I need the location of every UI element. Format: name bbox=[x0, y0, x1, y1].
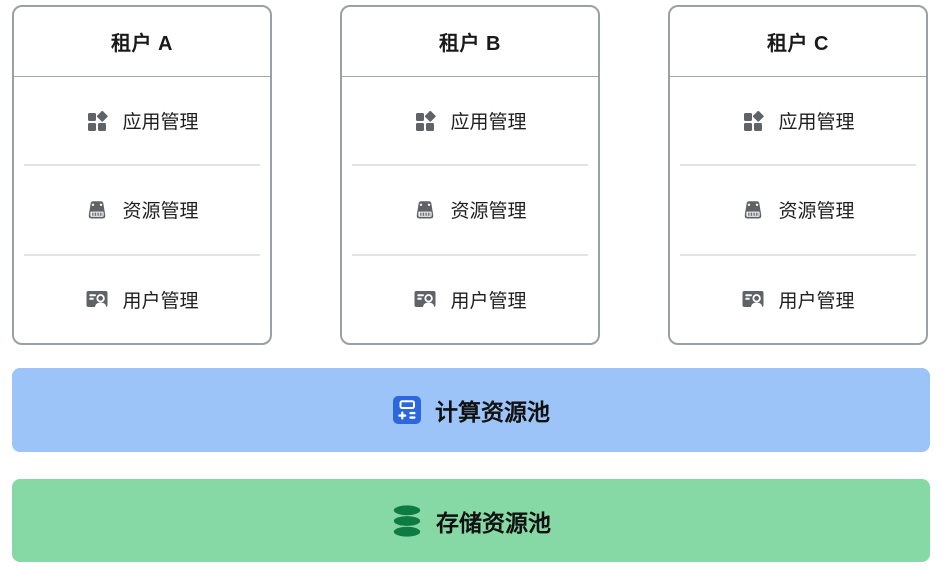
item-app-management: 应用管理 bbox=[670, 77, 926, 164]
server-icon bbox=[741, 198, 765, 222]
tenant-card-title: 租户 A bbox=[14, 7, 270, 77]
item-resource-management: 资源管理 bbox=[670, 166, 926, 253]
item-divider bbox=[680, 253, 916, 256]
storage-pool-bar: 存储资源池 bbox=[12, 479, 930, 562]
item-app-management: 应用管理 bbox=[342, 77, 598, 164]
tenant-card-body: 应用管理 bbox=[670, 77, 926, 343]
item-label: 应用管理 bbox=[122, 112, 199, 134]
item-resource-management: 资源管理 bbox=[14, 166, 270, 253]
item-label: 应用管理 bbox=[450, 112, 527, 134]
item-label: 用户管理 bbox=[450, 290, 527, 312]
item-user-management: 用户管理 bbox=[342, 256, 598, 343]
item-resource-management: 资源管理 bbox=[342, 166, 598, 253]
item-divider bbox=[352, 164, 588, 167]
item-label: 资源管理 bbox=[778, 201, 855, 223]
item-user-management: 用户管理 bbox=[14, 256, 270, 343]
tenant-card-a: 租户 A 应用管理 bbox=[12, 5, 272, 345]
item-divider bbox=[352, 253, 588, 256]
item-label: 应用管理 bbox=[778, 112, 855, 134]
item-label: 资源管理 bbox=[122, 201, 199, 223]
pool-label: 存储资源池 bbox=[436, 509, 551, 536]
apps-icon bbox=[741, 109, 765, 133]
item-label: 资源管理 bbox=[450, 201, 527, 223]
item-user-management: 用户管理 bbox=[670, 256, 926, 343]
user-card-icon bbox=[741, 287, 765, 311]
item-label: 用户管理 bbox=[122, 290, 199, 312]
tenant-card-body: 应用管理 bbox=[14, 77, 270, 343]
tenant-card-title: 租户 C bbox=[670, 7, 926, 77]
tenant-card-body: 应用管理 bbox=[342, 77, 598, 343]
item-divider bbox=[680, 164, 916, 167]
pool-label: 计算资源池 bbox=[435, 399, 550, 425]
tenant-card-c: 租户 C 应用管理 bbox=[668, 5, 928, 345]
item-app-management: 应用管理 bbox=[14, 77, 270, 164]
tenant-cards-row: 租户 A 应用管理 bbox=[12, 5, 928, 345]
item-divider bbox=[24, 164, 260, 167]
server-icon bbox=[413, 198, 437, 222]
tenant-card-b: 租户 B 应用管理 bbox=[340, 5, 600, 345]
calculator-icon bbox=[392, 395, 422, 425]
apps-icon bbox=[85, 109, 109, 133]
user-card-icon bbox=[85, 287, 109, 311]
apps-icon bbox=[413, 109, 437, 133]
item-label: 用户管理 bbox=[778, 290, 855, 312]
database-icon bbox=[391, 504, 423, 538]
server-icon bbox=[85, 198, 109, 222]
item-divider bbox=[24, 253, 260, 256]
tenant-card-title: 租户 B bbox=[342, 7, 598, 77]
user-card-icon bbox=[413, 287, 437, 311]
compute-pool-bar: 计算资源池 bbox=[12, 368, 930, 452]
